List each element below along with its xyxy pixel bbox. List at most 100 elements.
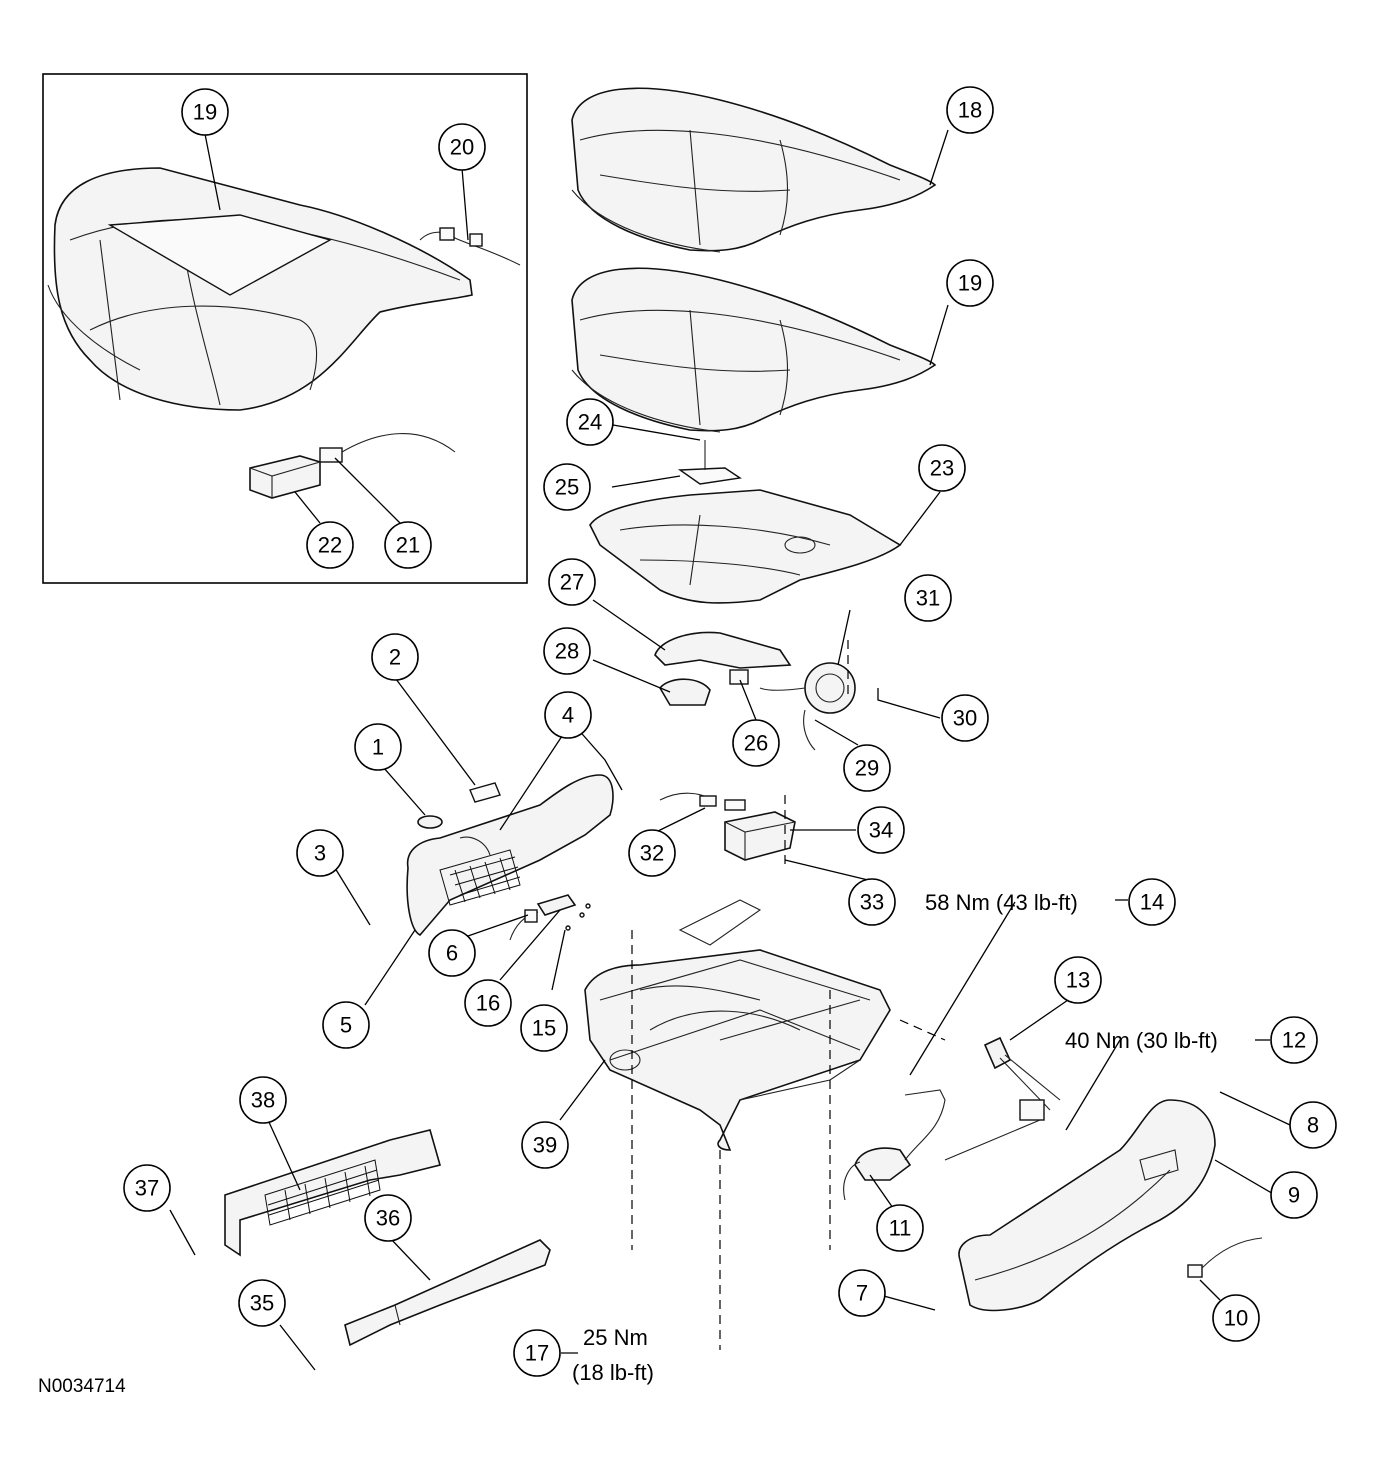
harness-11 [843,1089,946,1201]
callout-3: 3 [296,829,344,877]
svg-text:25: 25 [555,475,579,500]
callout-26: 26 [732,719,780,767]
callout-30: 30 [941,694,989,742]
callout-8: 8 [1289,1101,1337,1149]
svg-text:1: 1 [372,735,384,760]
callout-4: 4 [544,691,592,739]
seat-track-39 [584,899,891,1151]
callout-6: 6 [428,929,476,977]
svg-text:19: 19 [958,271,982,296]
callout-35: 35 [238,1279,286,1327]
callout-13: 13 [1054,956,1102,1004]
svg-text:3: 3 [314,841,326,866]
seat-cushion-cover-18 [571,87,937,253]
callout-12: 12 [1270,1016,1318,1064]
callout-37: 37 [123,1164,171,1212]
svg-text:23: 23 [930,456,954,481]
torque-spec-17-lbft: (18 lb-ft) [572,1360,654,1385]
torque-spec-14: 58 Nm (43 lb-ft) [925,890,1078,915]
callout-14: 14 [1128,878,1176,926]
lower-shield-36 [344,1239,551,1347]
svg-text:34: 34 [869,818,893,843]
figure-reference-code: N0034714 [38,1376,126,1397]
callout-1: 1 [354,723,402,771]
inset-seat-cushion [47,167,473,411]
callout-34: 34 [857,806,905,854]
svg-text:21: 21 [396,533,420,558]
svg-text:8: 8 [1307,1113,1319,1138]
lower-shield-38 [224,1129,441,1257]
side-shield-9 [958,1099,1216,1312]
callout-7: 7 [838,1269,886,1317]
callout-25: 25 [543,463,591,511]
svg-text:5: 5 [340,1013,352,1038]
svg-text:7: 7 [856,1281,868,1306]
svg-text:12: 12 [1282,1028,1306,1053]
callout-19: 19 [946,259,994,307]
clip-25 [677,440,742,485]
callout-10: 10 [1212,1294,1260,1342]
svg-text:2: 2 [389,645,401,670]
svg-text:39: 39 [533,1133,557,1158]
recliner-handle-13 [944,1036,1061,1161]
callout-22: 22 [306,521,354,569]
small-parts-1-2 [417,782,501,829]
callout-23: 23 [918,444,966,492]
callout-16: 16 [464,979,512,1027]
svg-text:4: 4 [562,703,574,728]
callout-9: 9 [1270,1171,1318,1219]
callout-24: 24 [566,398,614,446]
svg-text:28: 28 [555,639,579,664]
callout-18: 18 [946,86,994,134]
seat-cushion-pad-19 [571,267,937,433]
inset-module-22 [249,455,321,499]
svg-text:15: 15 [532,1016,556,1041]
callout-36: 36 [364,1194,412,1242]
lumbar-assembly [654,631,856,751]
svg-text:18: 18 [958,98,982,123]
svg-text:29: 29 [855,756,879,781]
callout-19-inset: 19 [181,88,229,136]
svg-text:9: 9 [1288,1183,1300,1208]
svg-text:33: 33 [860,890,884,915]
svg-text:20: 20 [450,135,474,160]
svg-text:35: 35 [250,1291,274,1316]
svg-text:13: 13 [1066,968,1090,993]
callout-29: 29 [843,744,891,792]
svg-text:38: 38 [251,1088,275,1113]
switch-6-16 [509,894,591,941]
callout-5: 5 [322,1001,370,1049]
callout-31: 31 [904,574,952,622]
inset-connector-21 [319,433,456,463]
svg-text:24: 24 [578,410,602,435]
svg-text:17: 17 [525,1341,549,1366]
svg-text:11: 11 [889,1216,912,1241]
svg-text:26: 26 [744,731,768,756]
svg-text:10: 10 [1224,1306,1248,1331]
callout-15: 15 [520,1004,568,1052]
svg-text:32: 32 [640,841,664,866]
callout-17: 17 [513,1329,561,1377]
svg-text:36: 36 [376,1206,400,1231]
seat-module-34 [659,792,796,861]
torque-spec-17-nm: 25 Nm [583,1325,648,1350]
svg-text:16: 16 [476,991,500,1016]
svg-text:37: 37 [135,1176,159,1201]
svg-text:6: 6 [446,941,458,966]
seat-pan-23 [589,489,902,604]
inset-panel-frame [42,73,528,584]
callout-2: 2 [371,633,419,681]
callout-21: 21 [384,521,432,569]
svg-text:19: 19 [193,100,217,125]
inset-harness [419,227,521,266]
callout-28: 28 [543,627,591,675]
callout-33: 33 [848,878,896,926]
connector-10 [1187,1237,1263,1278]
callout-38: 38 [239,1076,287,1124]
side-shield-5 [406,774,614,936]
callout-32: 32 [628,829,676,877]
callout-27: 27 [548,558,596,606]
callout-11: 11 [876,1204,924,1252]
svg-text:31: 31 [916,586,940,611]
